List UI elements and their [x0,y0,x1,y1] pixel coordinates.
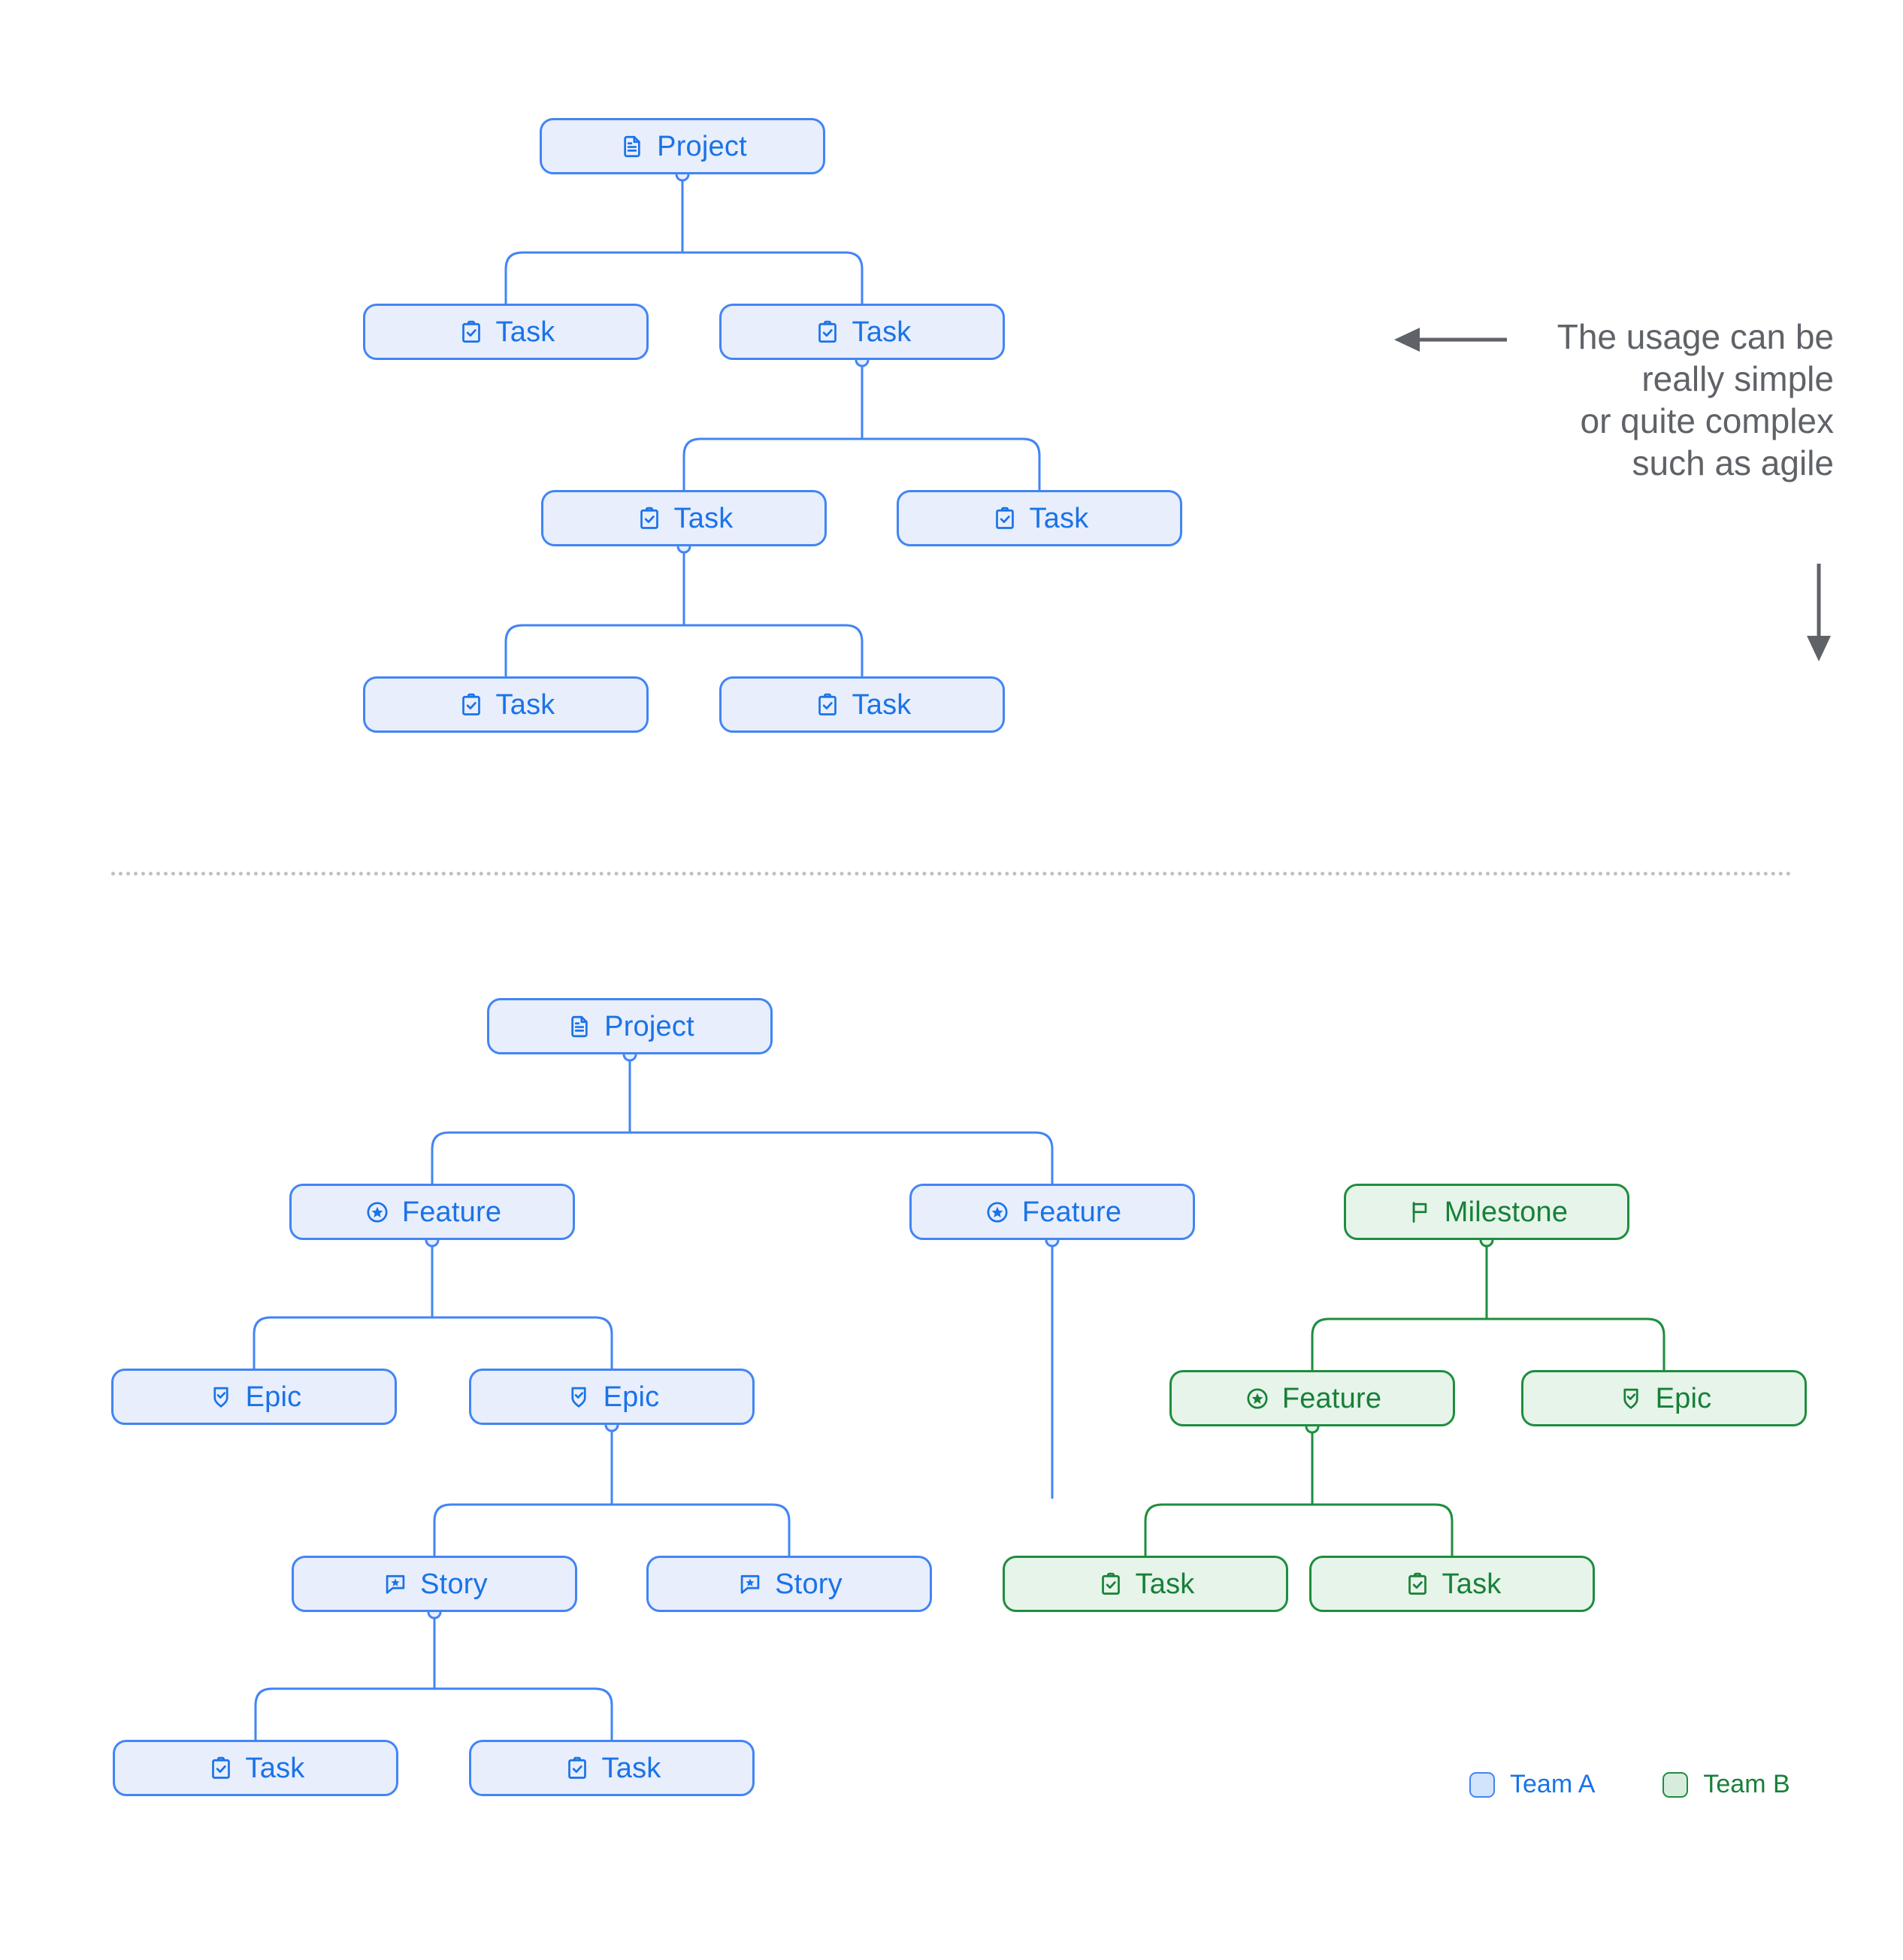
milestone-icon [1405,1198,1434,1227]
node-task[interactable]: Task [719,304,1005,360]
task-icon [457,318,486,346]
epic-icon [207,1383,235,1411]
connector-line [504,624,685,678]
epic-icon [1617,1384,1645,1413]
connector-line [1144,1503,1314,1557]
annotation-line-4: such as agile [1632,443,1835,483]
node-task[interactable]: Task [897,490,1182,546]
feature-icon [1243,1384,1272,1413]
node-feature[interactable]: Feature [289,1184,575,1240]
story-icon [381,1570,410,1599]
connector-line [254,1687,436,1741]
connector-line [682,624,864,678]
node-task[interactable]: Task [541,490,827,546]
node-label: Feature [1021,1196,1122,1228]
node-label: Story [420,1568,488,1600]
section-divider [111,872,1792,876]
connector-line [431,1131,631,1185]
annotation-line-3: or quite complex [1580,401,1835,441]
node-label: Epic [1655,1382,1712,1414]
node-label: Task [245,1752,305,1784]
connector-line [682,437,864,492]
task-icon [457,691,486,719]
node-task[interactable]: Task [363,676,649,733]
annotation-callout: The usage can be really simple or quite … [1413,316,1834,484]
legend: Team A Team B [1469,1770,1790,1799]
connector-line [610,1503,791,1557]
legend-swatch-icon [1662,1771,1689,1798]
task-icon [207,1754,235,1783]
connector-line [861,437,1041,492]
task-icon [813,318,842,346]
task-icon [991,504,1019,533]
node-project[interactable]: Project [540,118,825,174]
task-icon [813,691,842,719]
node-label: Task [1135,1568,1195,1600]
node-label: Task [852,688,912,721]
node-label: Epic [245,1381,302,1413]
node-epic[interactable]: Epic [111,1369,397,1425]
node-label: Story [775,1568,843,1600]
legend-item-team-a: Team A [1469,1770,1595,1799]
node-task[interactable]: Task [1003,1556,1288,1612]
node-label: Feature [401,1196,502,1228]
connector-line [504,251,684,305]
node-project[interactable]: Project [487,998,773,1054]
connector-line [1311,1503,1454,1557]
document-icon [618,132,646,161]
legend-label: Team B [1703,1770,1790,1798]
node-task[interactable]: Task [719,676,1005,733]
connector-line [433,1503,613,1557]
node-label: Task [852,316,912,348]
task-icon [1403,1570,1432,1599]
legend-label: Team A [1510,1770,1596,1798]
connector-line [1311,1317,1488,1372]
node-milestone[interactable]: Milestone [1344,1184,1629,1240]
connector-line [431,1316,613,1370]
node-story[interactable]: Story [292,1556,577,1612]
connector-line [1485,1317,1666,1372]
node-task[interactable]: Task [1309,1556,1595,1612]
arrow-left-icon [1394,328,1507,352]
node-task[interactable]: Task [113,1740,398,1796]
legend-item-team-b: Team B [1662,1770,1790,1799]
connector-line [433,1687,613,1741]
legend-swatch-icon [1469,1771,1495,1798]
node-task[interactable]: Task [469,1740,755,1796]
node-label: Feature [1281,1382,1382,1414]
node-feature[interactable]: Feature [909,1184,1195,1240]
annotation-line-1: The usage can be [1557,317,1834,356]
node-label: Project [657,130,747,162]
task-icon [1097,1570,1125,1599]
epic-icon [564,1383,593,1411]
node-label: Milestone [1444,1196,1569,1228]
node-label: Epic [603,1381,660,1413]
node-task[interactable]: Task [363,304,649,360]
node-epic[interactable]: Epic [469,1369,755,1425]
document-icon [565,1012,594,1041]
connector-line [681,251,864,305]
node-label: Task [1442,1568,1502,1600]
task-icon [563,1754,591,1783]
connector-line [253,1316,434,1370]
node-label: Task [1029,502,1089,534]
node-label: Project [604,1010,694,1042]
story-icon [736,1570,764,1599]
task-icon [635,504,664,533]
node-label: Task [495,316,555,348]
node-epic[interactable]: Epic [1521,1370,1807,1426]
connector-line [628,1131,1054,1185]
feature-icon [363,1198,392,1227]
node-label: Task [601,1752,661,1784]
node-label: Task [495,688,555,721]
feature-icon [983,1198,1012,1227]
node-label: Task [673,502,734,534]
annotation-line-2: really simple [1641,359,1834,399]
node-feature[interactable]: Feature [1169,1370,1455,1426]
node-story[interactable]: Story [646,1556,932,1612]
arrow-down-icon [1807,564,1831,661]
